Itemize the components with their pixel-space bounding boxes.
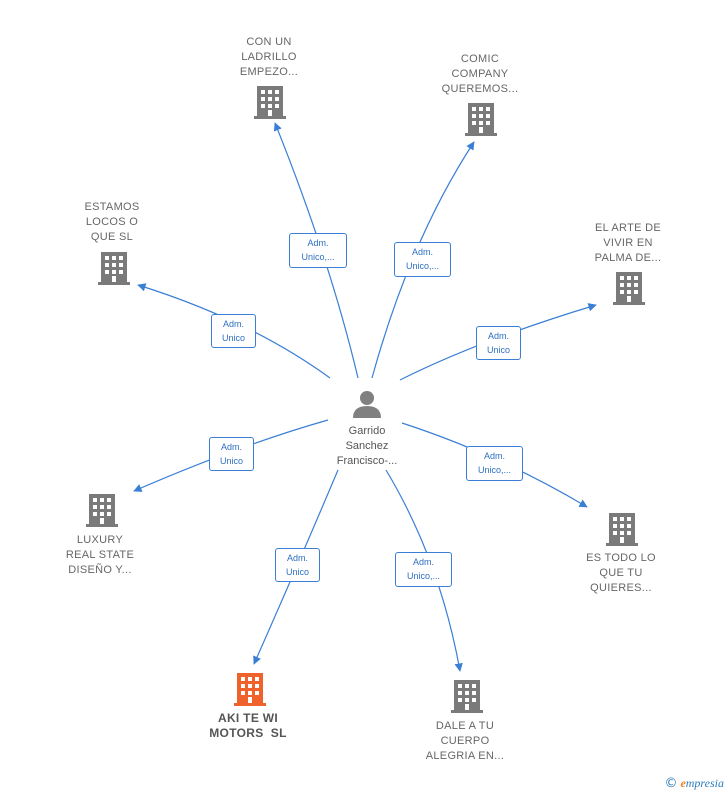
- company-label-aki[interactable]: AKI TE WI MOTORS SL: [209, 711, 287, 740]
- role-badge[interactable]: Adm. Unico,...: [466, 446, 523, 481]
- building-icon[interactable]: [86, 494, 118, 527]
- empresia-logo[interactable]: © empresia: [664, 776, 724, 791]
- role-badge[interactable]: Adm. Unico: [275, 548, 320, 582]
- role-badge[interactable]: Adm. Unico,...: [394, 242, 451, 277]
- company-label-todo[interactable]: ES TODO LO QUE TU QUIERES...: [586, 552, 656, 594]
- person-icon[interactable]: [353, 391, 381, 418]
- building-icon[interactable]: [234, 673, 266, 706]
- company-label-estamos[interactable]: ESTAMOS LOCOS O QUE SL: [84, 201, 140, 243]
- building-icon[interactable]: [606, 513, 638, 546]
- company-label-arte[interactable]: EL ARTE DE VIVIR EN PALMA DE...: [594, 222, 662, 264]
- building-icon[interactable]: [98, 252, 130, 285]
- role-badge[interactable]: Adm. Unico: [476, 326, 521, 360]
- role-badge[interactable]: Adm. Unico: [211, 314, 256, 348]
- person-label[interactable]: Garrido Sanchez Francisco-...: [336, 425, 398, 467]
- role-badge[interactable]: Adm. Unico,...: [289, 233, 347, 268]
- copyright-icon: ©: [664, 776, 678, 791]
- company-label-comic[interactable]: COMIC COMPANY QUEREMOS...: [441, 53, 519, 95]
- role-badge[interactable]: Adm. Unico: [209, 437, 254, 471]
- building-icon[interactable]: [451, 680, 483, 713]
- company-label-luxury[interactable]: LUXURY REAL STATE DISEÑO Y...: [65, 534, 135, 576]
- company-label-ladrillo[interactable]: CON UN LADRILLO EMPEZO...: [239, 36, 299, 78]
- building-icon[interactable]: [613, 272, 645, 305]
- building-icon[interactable]: [254, 86, 286, 119]
- building-icon[interactable]: [465, 103, 497, 136]
- role-badge[interactable]: Adm. Unico,...: [395, 552, 452, 587]
- company-label-dale[interactable]: DALE A TU CUERPO ALEGRIA EN...: [425, 720, 505, 762]
